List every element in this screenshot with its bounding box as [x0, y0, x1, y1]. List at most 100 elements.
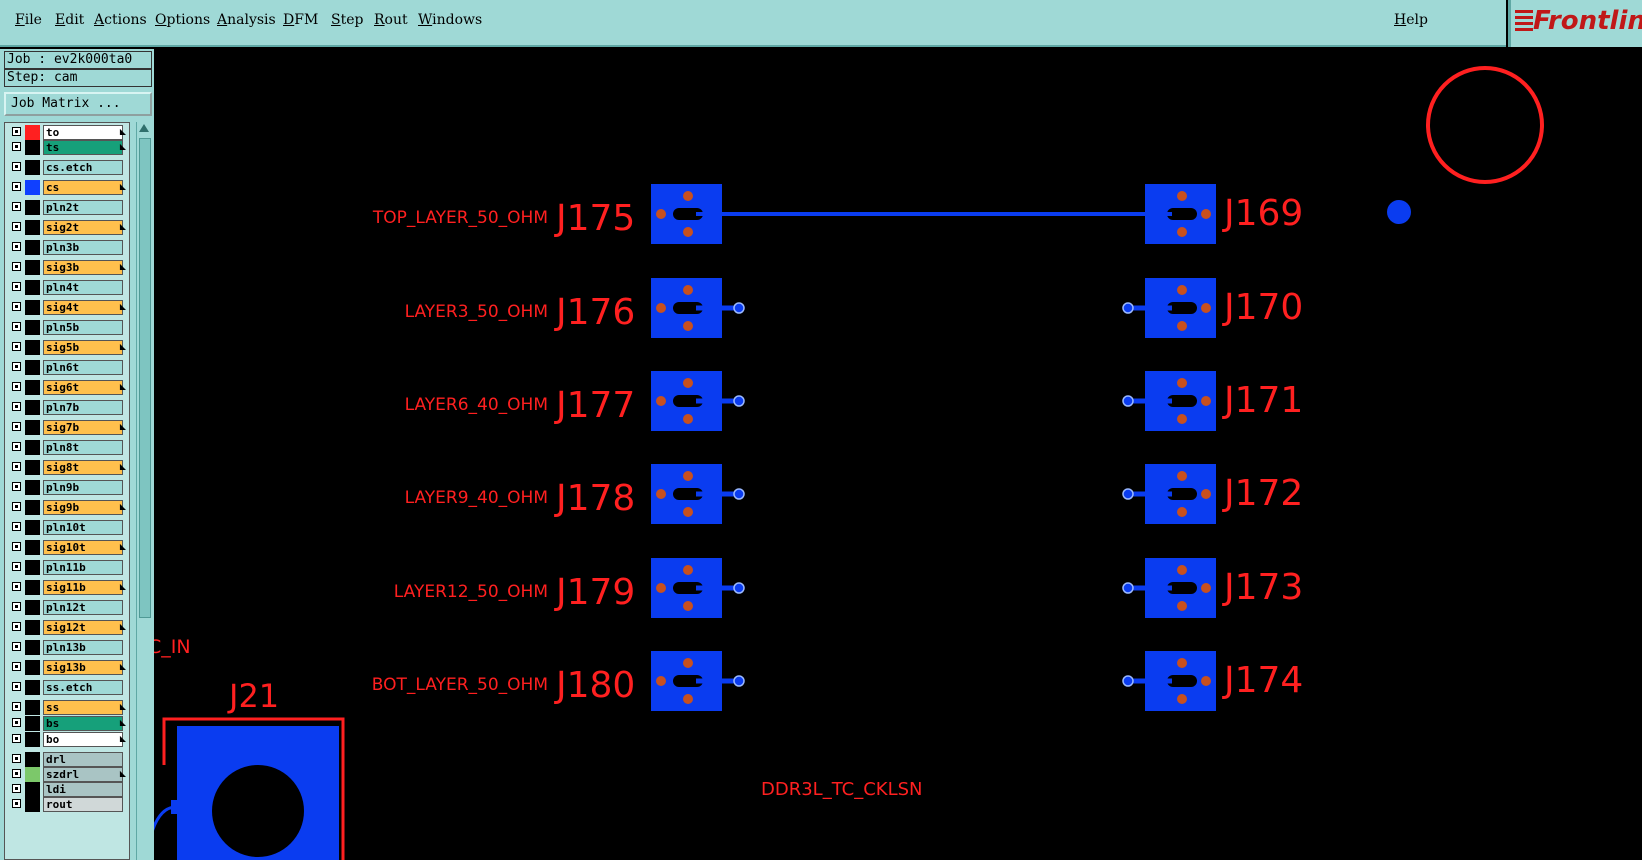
layer-checkbox[interactable]: [12, 127, 21, 136]
layer-checkbox[interactable]: [12, 182, 21, 191]
layer-row-to[interactable]: to◣: [8, 125, 128, 140]
layer-color-swatch[interactable]: [25, 700, 40, 715]
layer-row-sig3b[interactable]: sig3b◣: [8, 260, 128, 275]
layer-checkbox[interactable]: [12, 734, 21, 743]
layer-row-ss[interactable]: ss◣: [8, 700, 128, 715]
layer-checkbox[interactable]: [12, 162, 21, 171]
layer-color-swatch[interactable]: [25, 400, 40, 415]
menu-edit[interactable]: Edit: [55, 12, 85, 28]
menu-windows[interactable]: Windows: [418, 12, 483, 28]
layer-row-sig6t[interactable]: sig6t◣: [8, 380, 128, 395]
layer-color-swatch[interactable]: [25, 580, 40, 595]
layer-name[interactable]: pln10t: [43, 520, 123, 535]
layer-name[interactable]: sig3b: [43, 260, 123, 275]
layer-checkbox[interactable]: [12, 282, 21, 291]
layer-name[interactable]: sig6t: [43, 380, 123, 395]
layer-row-sig10t[interactable]: sig10t◣: [8, 540, 128, 555]
layer-row-pln9b[interactable]: pln9b: [8, 480, 128, 495]
scroll-up-icon[interactable]: [139, 124, 149, 132]
layer-color-swatch[interactable]: [25, 797, 40, 812]
layer-name[interactable]: pln2t: [43, 200, 123, 215]
layer-color-swatch[interactable]: [25, 732, 40, 747]
layer-name[interactable]: pln9b: [43, 480, 123, 495]
layer-name[interactable]: to: [43, 125, 123, 140]
layer-checkbox[interactable]: [12, 402, 21, 411]
menu-help[interactable]: Help: [1394, 12, 1428, 28]
layer-row-cs-etch[interactable]: cs.etch: [8, 160, 128, 175]
layer-row-ts[interactable]: ts◣: [8, 140, 128, 155]
layer-checkbox[interactable]: [12, 422, 21, 431]
layer-name[interactable]: pln3b: [43, 240, 123, 255]
layer-color-swatch[interactable]: [25, 752, 40, 767]
layer-color-swatch[interactable]: [25, 440, 40, 455]
layer-name[interactable]: pln4t: [43, 280, 123, 295]
layer-row-sig5b[interactable]: sig5b◣: [8, 340, 128, 355]
layer-color-swatch[interactable]: [25, 320, 40, 335]
layer-color-swatch[interactable]: [25, 420, 40, 435]
layer-name[interactable]: sig2t: [43, 220, 123, 235]
layer-checkbox[interactable]: [12, 462, 21, 471]
layer-row-ldi[interactable]: ldi: [8, 782, 128, 797]
layer-checkbox[interactable]: [12, 754, 21, 763]
layer-row-szdrl[interactable]: szdrl◣: [8, 767, 128, 782]
layer-checkbox[interactable]: [12, 799, 21, 808]
layer-color-swatch[interactable]: [25, 160, 40, 175]
layer-checkbox[interactable]: [12, 622, 21, 631]
layer-color-swatch[interactable]: [25, 220, 40, 235]
layer-row-pln12t[interactable]: pln12t: [8, 600, 128, 615]
layer-row-sig8t[interactable]: sig8t◣: [8, 460, 128, 475]
layer-row-sig11b[interactable]: sig11b◣: [8, 580, 128, 595]
layer-name[interactable]: ss: [43, 700, 123, 715]
layer-checkbox[interactable]: [12, 342, 21, 351]
menu-analysis[interactable]: Analysis: [217, 12, 276, 28]
layer-row-pln5b[interactable]: pln5b: [8, 320, 128, 335]
layer-name[interactable]: pln8t: [43, 440, 123, 455]
layer-checkbox[interactable]: [12, 362, 21, 371]
layer-checkbox[interactable]: [12, 242, 21, 251]
layer-checkbox[interactable]: [12, 582, 21, 591]
layer-checkbox[interactable]: [12, 302, 21, 311]
layer-color-swatch[interactable]: [25, 180, 40, 195]
layer-color-swatch[interactable]: [25, 520, 40, 535]
layer-row-pln10t[interactable]: pln10t: [8, 520, 128, 535]
layer-name[interactable]: ss.etch: [43, 680, 123, 695]
layer-row-pln4t[interactable]: pln4t: [8, 280, 128, 295]
layer-row-drl[interactable]: drl: [8, 752, 128, 767]
layer-name[interactable]: sig7b: [43, 420, 123, 435]
layer-name[interactable]: pln6t: [43, 360, 123, 375]
layer-color-swatch[interactable]: [25, 620, 40, 635]
layer-name[interactable]: pln12t: [43, 600, 123, 615]
layer-row-sig12t[interactable]: sig12t◣: [8, 620, 128, 635]
layer-checkbox[interactable]: [12, 482, 21, 491]
layer-color-swatch[interactable]: [25, 600, 40, 615]
layer-checkbox[interactable]: [12, 642, 21, 651]
layer-name[interactable]: bs: [43, 716, 123, 731]
layer-checkbox[interactable]: [12, 522, 21, 531]
layer-color-swatch[interactable]: [25, 260, 40, 275]
layer-color-swatch[interactable]: [25, 280, 40, 295]
menu-file[interactable]: File: [15, 12, 42, 28]
layer-color-swatch[interactable]: [25, 300, 40, 315]
layer-color-swatch[interactable]: [25, 500, 40, 515]
layer-name[interactable]: bo: [43, 732, 123, 747]
layer-color-swatch[interactable]: [25, 460, 40, 475]
layer-color-swatch[interactable]: [25, 340, 40, 355]
layer-color-swatch[interactable]: [25, 240, 40, 255]
layer-color-swatch[interactable]: [25, 716, 40, 731]
layer-row-bs[interactable]: bs◣: [8, 716, 128, 731]
layer-checkbox[interactable]: [12, 322, 21, 331]
layer-checkbox[interactable]: [12, 662, 21, 671]
layer-color-swatch[interactable]: [25, 200, 40, 215]
layer-row-cs[interactable]: cs◣: [8, 180, 128, 195]
layer-checkbox[interactable]: [12, 502, 21, 511]
layer-row-pln3b[interactable]: pln3b: [8, 240, 128, 255]
layer-row-sig4t[interactable]: sig4t◣: [8, 300, 128, 315]
layer-checkbox[interactable]: [12, 142, 21, 151]
layer-name[interactable]: pln13b: [43, 640, 123, 655]
layer-checkbox[interactable]: [12, 222, 21, 231]
layer-checkbox[interactable]: [12, 784, 21, 793]
layer-checkbox[interactable]: [12, 769, 21, 778]
layer-name[interactable]: sig11b: [43, 580, 123, 595]
layer-name[interactable]: sig8t: [43, 460, 123, 475]
